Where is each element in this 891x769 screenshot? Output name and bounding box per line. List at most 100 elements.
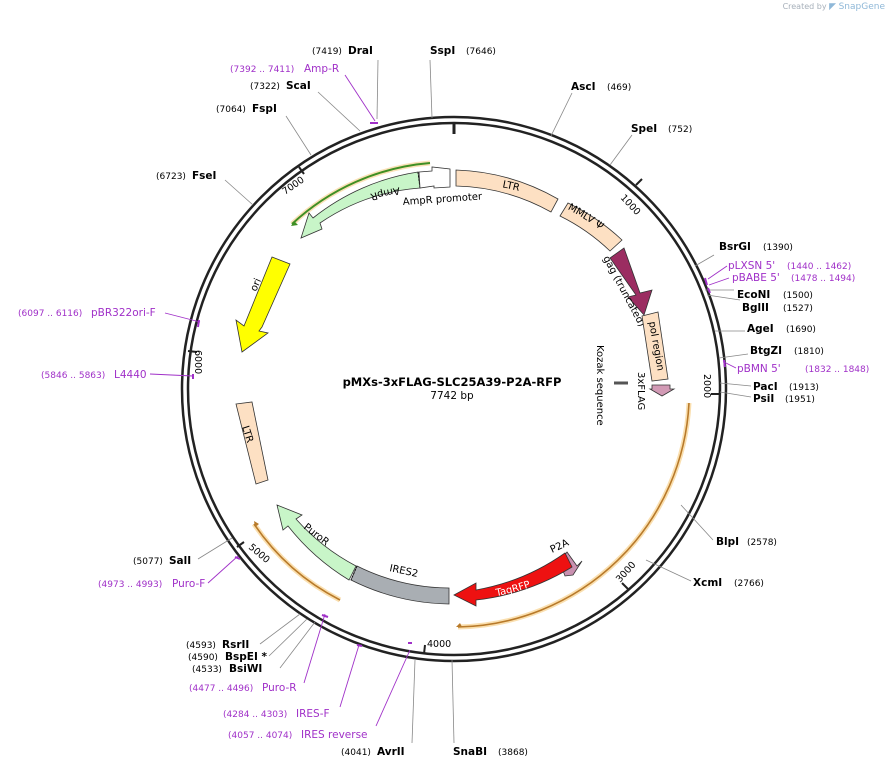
site-leaders: [197, 59, 752, 744]
feature-ltr-3: LTR: [235, 401, 269, 485]
plasmid-title-block: pMXs-3xFLAG-SLC25A39-P2A-RFP 7742 bp: [343, 375, 562, 402]
site-name-spei: SpeI: [631, 123, 657, 135]
tick-5000: [236, 541, 245, 548]
site-sali: (5077) SalI: [133, 555, 191, 567]
site-pos-btgzi: (1810): [794, 347, 824, 357]
primer-name-pbabe: pBABE 5': [732, 272, 780, 284]
tick-label-4000: 4000: [427, 639, 451, 650]
site-name-econi: EcoNI: [737, 289, 770, 301]
site-scai: (7322) ScaI: [250, 80, 311, 92]
site-pos-econi: (1500): [783, 291, 813, 301]
site-name-bspei: BspEI *: [225, 651, 268, 663]
site-pos-avrii: (4041): [341, 748, 371, 758]
primer-puro-r: (4477 .. 4496) Puro-R: [189, 682, 297, 694]
primer-puro-f: (4973 .. 4993) Puro-F: [98, 578, 205, 590]
site-pos-blpi: (2578): [747, 538, 777, 548]
site-bsrgi: BsrGI (1390): [719, 241, 793, 253]
credit-text: Created by: [782, 2, 827, 11]
site-btgzi: BtgZI (1810): [750, 345, 824, 357]
primer-plxsn: pLXSN 5' (1440 .. 1462): [728, 260, 851, 272]
primer-name-ires-reverse: IRES reverse: [301, 729, 368, 741]
restriction-site-labels: (7419) DraI SspI (7646) AscI (469) SpeI …: [133, 45, 824, 758]
feature-kozak-sequence: Kozak sequence: [594, 345, 628, 426]
site-name-xcmi: XcmI: [693, 577, 722, 589]
site-name-drai: DraI: [348, 45, 373, 57]
site-pos-fspi: (7064): [216, 105, 246, 115]
site-name-fsei: FseI: [192, 170, 216, 182]
site-pos-scai: (7322): [250, 82, 280, 92]
feature-3xflag: 3xFLAG: [635, 372, 676, 410]
site-pos-xcmi: (2766): [734, 579, 764, 589]
primer-ires-reverse: (4057 .. 4074) IRES reverse: [228, 729, 368, 741]
tick-4000: [423, 644, 426, 655]
feature-ires2: IRES2: [350, 563, 450, 605]
created-by-credit: Created by ◤ SnapGene: [783, 2, 885, 12]
backbone-ring: [180, 115, 728, 663]
primer-ires-f: (4284 .. 4303) IRES-F: [223, 708, 330, 720]
site-pos-sspi: (7646): [466, 47, 496, 57]
feature-tagrfp: TagRFP: [453, 552, 573, 607]
site-snabi: SnaBI (3868): [453, 746, 528, 758]
feature-label-kozak: Kozak sequence: [594, 345, 605, 426]
tick-label-2000: 2000: [701, 374, 712, 398]
site-name-blpi: BlpI: [716, 536, 739, 548]
site-name-psii: PsiI: [753, 393, 774, 405]
svg-text:LTR: LTR: [502, 179, 521, 193]
tick-7000: [298, 166, 305, 175]
primer-name-pbmn: pBMN 5': [737, 363, 781, 375]
site-name-bglii: BglII: [742, 302, 769, 314]
site-pos-psii: (1951): [785, 395, 815, 405]
site-asci: AscI (469): [571, 81, 631, 93]
feature-pol-region: pol region: [641, 311, 669, 382]
site-pos-rsrii: (4593): [186, 641, 216, 651]
primer-amp-r: (7392 .. 7411) Amp-R: [230, 63, 339, 75]
primer-pos-puro-f: (4973 .. 4993): [98, 580, 162, 590]
site-name-avrii: AvrII: [377, 746, 405, 758]
site-pos-drai: (7419): [312, 47, 342, 57]
primer-pos-puro-r: (4477 .. 4496): [189, 684, 253, 694]
site-sspi: SspI (7646): [430, 45, 496, 57]
feature-label-3xflag: 3xFLAG: [635, 372, 646, 410]
site-bspei: (4590) BspEI *: [188, 651, 268, 663]
site-fsei: (6723) FseI: [156, 170, 216, 182]
site-name-paci: PacI: [753, 381, 778, 393]
primer-pos-pbr322ori-f: (6097 .. 6116): [18, 309, 82, 319]
feature-label-ires2: IRES2: [388, 563, 419, 580]
primer-pos-ires-f: (4284 .. 4303): [223, 710, 287, 720]
primer-pos-l4440: (5846 .. 5863): [41, 371, 105, 381]
site-name-rsrii: RsrII: [222, 639, 249, 651]
tick-1000: [635, 178, 643, 186]
primer-pos-plxsn: (1440 .. 1462): [787, 262, 851, 272]
site-pos-sali: (5077): [133, 557, 163, 567]
primer-l4440: (5846 .. 5863) L4440: [41, 369, 147, 381]
primer-pbmn: pBMN 5' (1832 .. 1848): [737, 363, 869, 375]
site-name-bsrgi: BsrGI: [719, 241, 751, 253]
site-fspi: (7064) FspI: [216, 103, 277, 115]
site-name-agei: AgeI: [747, 323, 774, 335]
site-bglii: BglII (1527): [742, 302, 813, 314]
site-name-sali: SalI: [169, 555, 191, 567]
site-psii: PsiI (1951): [753, 393, 815, 405]
site-name-bsiwi: BsiWI: [229, 663, 262, 675]
site-name-snabi: SnaBI: [453, 746, 487, 758]
plasmid-name: pMXs-3xFLAG-SLC25A39-P2A-RFP: [343, 375, 562, 389]
tick-label-6000: 6000: [192, 350, 203, 374]
site-pos-bspei: (4590): [188, 653, 218, 663]
primer-pos-pbmn: (1832 .. 1848): [805, 365, 869, 375]
site-pos-agei: (1690): [786, 325, 816, 335]
site-pos-paci: (1913): [789, 383, 819, 393]
orf-arcs: [251, 160, 692, 630]
site-pos-bsiwi: (4533): [192, 665, 222, 675]
site-avrii: (4041) AvrII: [341, 746, 405, 758]
primer-pbabe: pBABE 5' (1478 .. 1494): [732, 272, 855, 284]
primer-pos-amp-r: (7392 .. 7411): [230, 65, 294, 75]
feature-label-ampr-promoter: AmpR promoter: [402, 191, 483, 208]
snapgene-logo-icon: ◤: [829, 2, 837, 12]
tick-marks: 1000 2000 3000 4000 5000 6000 7000: [187, 166, 720, 655]
site-blpi: BlpI (2578): [716, 536, 777, 548]
site-pos-bsrgi: (1390): [763, 243, 793, 253]
primer-pos-pbabe: (1478 .. 1494): [791, 274, 855, 284]
site-spei: SpeI (752): [631, 123, 692, 135]
tick-6000: [187, 350, 198, 353]
